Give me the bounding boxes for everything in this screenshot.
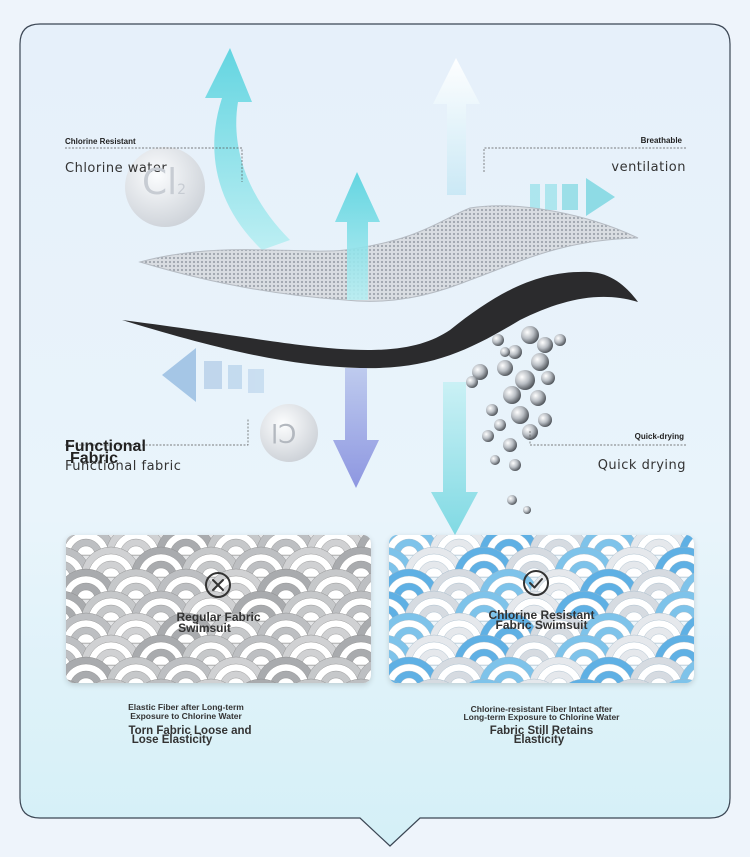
regular-fabric-title-line2: Swimsuit <box>178 621 231 635</box>
regular-caption-small-line2: Exposure to Chlorine Water <box>130 711 242 721</box>
resistant-fabric-title-line2: Fabric Swimsuit <box>495 618 588 632</box>
regular-fabric-title-line1: Regular Fabric <box>176 610 261 624</box>
resistant-caption-big-line2: Elasticity <box>513 734 565 746</box>
cl2-symbol: Cl <box>142 162 178 203</box>
regular-fabric-panel: Regular Fabric Swimsuit <box>66 535 371 683</box>
resistant-caption-small-line1: Chlorine-resistant Fiber Intact after <box>470 704 613 714</box>
resistant-caption-big-line1: Fabric Still Retains <box>489 725 594 737</box>
quick-drying-label: Quick drying <box>597 458 686 473</box>
cl-symbol: Cl <box>271 417 297 447</box>
regular-caption-big-line2: Lose Elasticity <box>131 734 213 746</box>
functional-fabric-big-line2: Fabric <box>70 450 119 467</box>
chlorine-resistant-small-label: Chlorine Resistant <box>65 137 136 146</box>
breathable-small-label: Breathable <box>640 136 682 145</box>
check-circle-icon <box>523 570 549 596</box>
resistant-fabric-panel: Chlorine Resistant Fabric Swimsuit <box>389 535 694 683</box>
resistant-fabric-title-line1: Chlorine Resistant <box>488 608 595 622</box>
cl2-coin-icon: Cl2 <box>142 162 186 203</box>
functional-fabric-big-line1: Functional <box>65 438 146 455</box>
x-circle-icon <box>205 572 231 598</box>
quick-drying-small-label: Quick-drying <box>634 432 684 441</box>
resistant-caption-small-line2: Long-term Exposure to Chlorine Water <box>463 712 620 722</box>
regular-caption-small-line1: Elastic Fiber after Long-term <box>128 702 244 712</box>
ventilation-label: ventilation <box>611 160 686 175</box>
cl-coin-icon: Cl <box>271 417 296 447</box>
chlorine-water-label: Chlorine water <box>65 161 168 176</box>
regular-caption-big-line1: Torn Fabric Loose and <box>128 725 252 737</box>
functional-fabric-label: Functional fabric <box>65 459 182 474</box>
cl2-subscript: 2 <box>177 182 187 198</box>
